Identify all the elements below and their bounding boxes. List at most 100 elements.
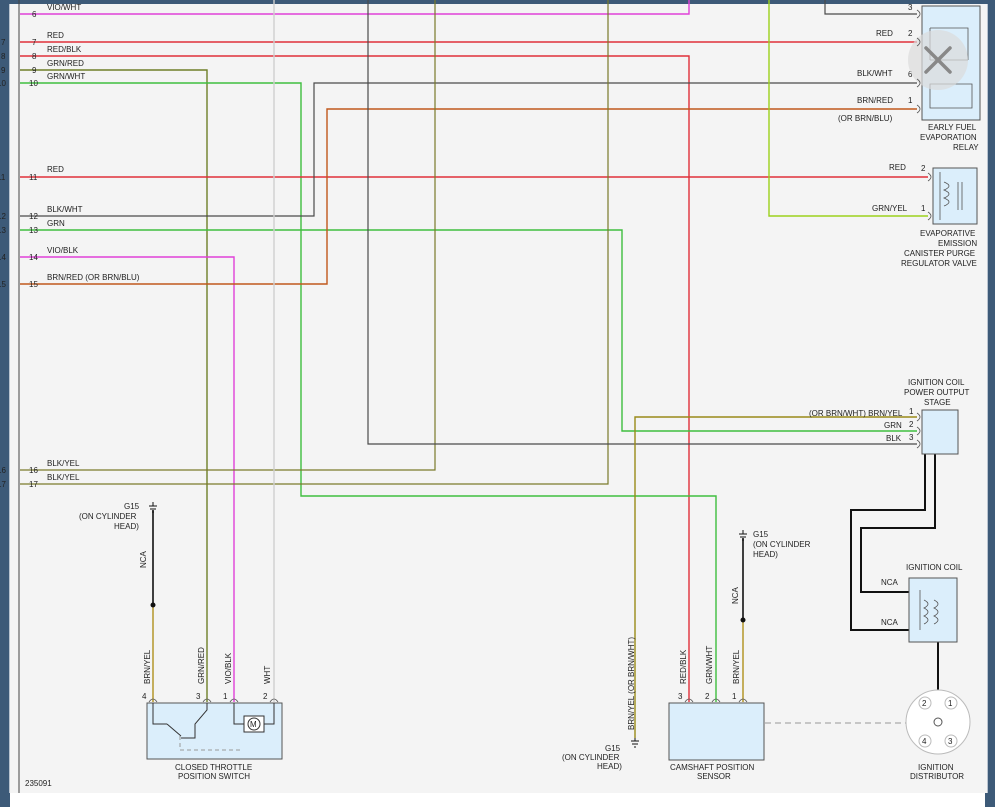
- stage-connector-pins: [916, 412, 921, 449]
- stage-title: STAGE: [924, 398, 951, 407]
- distributor-terminal: [944, 734, 958, 748]
- wire-label-9: GRN/RED: [47, 59, 84, 68]
- edge-pin-number: 11: [0, 173, 6, 182]
- close-button[interactable]: [908, 30, 968, 90]
- purge-pin: 1: [921, 204, 926, 213]
- relay-title: EARLY FUEL: [928, 123, 977, 132]
- distributor-pin: 4: [922, 737, 927, 746]
- ground-bottom: G15 (ON CYLINDER HEAD): [562, 738, 639, 771]
- distributor-terminal: [918, 734, 932, 748]
- relay-pin: 2: [908, 29, 913, 38]
- motor-label: M: [250, 720, 257, 729]
- ground-left: G15 (ON CYLINDER HEAD) NCA: [79, 502, 157, 568]
- top-bar: [0, 0, 995, 4]
- ground-label: HEAD): [597, 762, 622, 771]
- pin-number: 13: [29, 226, 38, 235]
- pin-number: 6: [32, 10, 37, 19]
- cam-sensor-pin: 2: [705, 692, 710, 701]
- distributor-terminal: [918, 696, 932, 710]
- throttle-wire-label: WHT: [263, 666, 272, 684]
- edge-pin-number: 7: [1, 38, 6, 47]
- relay-coil-box: [929, 83, 973, 109]
- cam-wire-label: RED/BLK: [679, 649, 688, 684]
- distributor-title: IGNITION: [918, 763, 954, 772]
- throttle-wire-label: GRN/RED: [197, 647, 206, 684]
- pin-number: 7: [32, 38, 37, 47]
- throttle-pin: 3: [196, 692, 201, 701]
- relay-wire-label: BRN/RED: [857, 96, 893, 105]
- stage-wire-label: (OR BRN/WHT) BRN/YEL: [809, 409, 903, 418]
- diagram-viewer: [9, 0, 988, 793]
- stage-pin: 3: [909, 433, 914, 442]
- wire-13: [20, 229, 917, 432]
- pin-number: 16: [29, 466, 38, 475]
- wire-blk-stage: [367, 0, 917, 445]
- relay-title: RELAY: [953, 143, 979, 152]
- motor-icon: [247, 717, 261, 731]
- relay-wire-label: BLK/WHT: [857, 69, 893, 78]
- ground-label: G15: [605, 744, 621, 753]
- wire-brn-yel-stage: [634, 416, 917, 738]
- purge-pin: 2: [921, 164, 926, 173]
- purge-title: CANISTER PURGE: [904, 249, 975, 258]
- purge-wire-label: GRN/YEL: [872, 204, 908, 213]
- pin-number: 17: [29, 480, 38, 489]
- close-icon: [924, 46, 952, 74]
- edge-pin-number: 14: [0, 253, 6, 262]
- throttle-wire-label: VIO/BLK: [224, 652, 233, 684]
- ground-icon: [149, 502, 157, 513]
- edge-pin-number: 15: [0, 280, 6, 289]
- edge-pin-numbers: 7 8 9 10 11 12 13 14 15 16 17: [0, 38, 6, 489]
- relay-connector-pins: [916, 9, 921, 114]
- edge-pin-number: 8: [1, 52, 6, 61]
- bottom-pane: [10, 793, 985, 807]
- purge-wire-label: RED: [889, 163, 906, 172]
- distributor-pin: 2: [922, 699, 927, 708]
- throttle-pin: 1: [223, 692, 228, 701]
- purge-title: REGULATOR VALVE: [901, 259, 977, 268]
- edge-pin-number: 13: [0, 226, 6, 235]
- pin-number: 12: [29, 212, 38, 221]
- splice-dot: [150, 602, 156, 608]
- wire-9: [20, 69, 208, 702]
- ground-label: HEAD): [114, 522, 139, 531]
- wire-12: [20, 82, 917, 217]
- stage-pin: 2: [909, 420, 914, 429]
- cam-sensor-pin: 1: [732, 692, 737, 701]
- wire-17: [20, 0, 609, 485]
- throttle-switch-title: POSITION SWITCH: [178, 772, 250, 781]
- wire-label-17: BLK/YEL: [47, 473, 80, 482]
- stage-wire-label: BLK: [886, 434, 902, 443]
- stage-body: [921, 409, 959, 455]
- wire-label-10: GRN/WHT: [47, 72, 85, 81]
- throttle-pin: 2: [263, 692, 268, 701]
- stage-title: IGNITION COIL: [908, 378, 965, 387]
- purge-connector-pins: [927, 172, 932, 221]
- distributor-pin: 3: [948, 737, 953, 746]
- pin-number: 9: [32, 66, 37, 75]
- nca-label: NCA: [139, 550, 148, 568]
- wire-label-7: RED: [47, 31, 64, 40]
- pin-number: 8: [32, 52, 37, 61]
- wire-label-6: VIO/WHT: [47, 3, 81, 12]
- wire-label-16: BLK/YEL: [47, 459, 80, 468]
- stage-wire-label: GRN: [884, 421, 902, 430]
- camshaft-position-sensor: CAMSHAFT POSITION SENSOR 3 2 1 RED/BLK G…: [668, 646, 765, 781]
- edge-pin-number: 12: [0, 212, 6, 221]
- wire-relay-top: [824, 0, 917, 15]
- wire-grn-yel: [768, 0, 928, 217]
- ground-icon: [631, 738, 639, 748]
- relay-wire-label: RED: [876, 29, 893, 38]
- throttle-connector-pins: [148, 698, 279, 703]
- stage-pin: 1: [909, 407, 914, 416]
- cam-sensor-pin: 3: [678, 692, 683, 701]
- nca-label: NCA: [731, 586, 740, 604]
- ground-label: (ON CYLINDER: [79, 512, 137, 521]
- wire-10: [20, 82, 717, 702]
- throttle-wire-label: BRN/YEL: [143, 649, 152, 684]
- ignition-distributor: 2 1 4 3 IGNITION DISTRIBUTOR: [905, 689, 971, 781]
- switch-contact: [152, 703, 208, 739]
- cam-sensor-title: CAMSHAFT POSITION: [670, 763, 755, 772]
- cam-sensor-body: [668, 702, 765, 761]
- distributor-rotor: [933, 717, 943, 727]
